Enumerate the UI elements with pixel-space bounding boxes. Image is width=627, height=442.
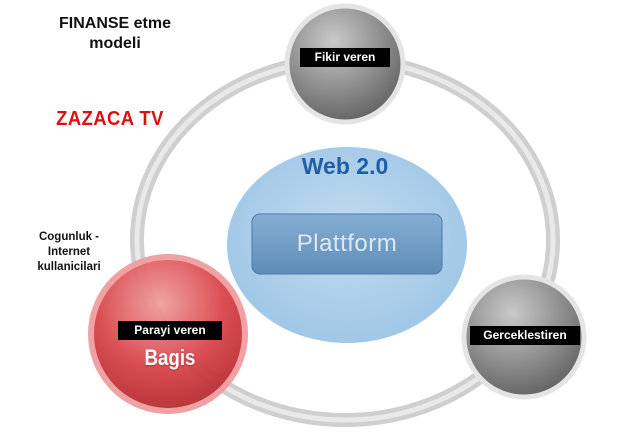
side-note: Cogunluk - Internet kullanicilari [14, 230, 124, 275]
platform-label: Plattform [296, 230, 398, 257]
side-note-line-1: Cogunluk - [38, 231, 100, 243]
center-heading: Web 2.0 [301, 153, 389, 179]
side-note-line-3: kullanicilari [37, 261, 101, 273]
title-line-1: FINANSE etme [58, 15, 172, 32]
node-left-label: Parayi veren [118, 321, 222, 340]
node-left-sublabel: Bagis [144, 345, 196, 370]
node-top-label: Fikir veren [300, 48, 390, 67]
brand-label: ZAZACA TV [56, 108, 164, 130]
node-right-label: Gerceklestiren [470, 326, 580, 345]
title-line-2: modeli [89, 35, 141, 52]
platform-box [251, 213, 443, 275]
diagram-title: FINANSE etme modeli [30, 14, 200, 54]
side-note-line-2: Internet [47, 246, 91, 258]
